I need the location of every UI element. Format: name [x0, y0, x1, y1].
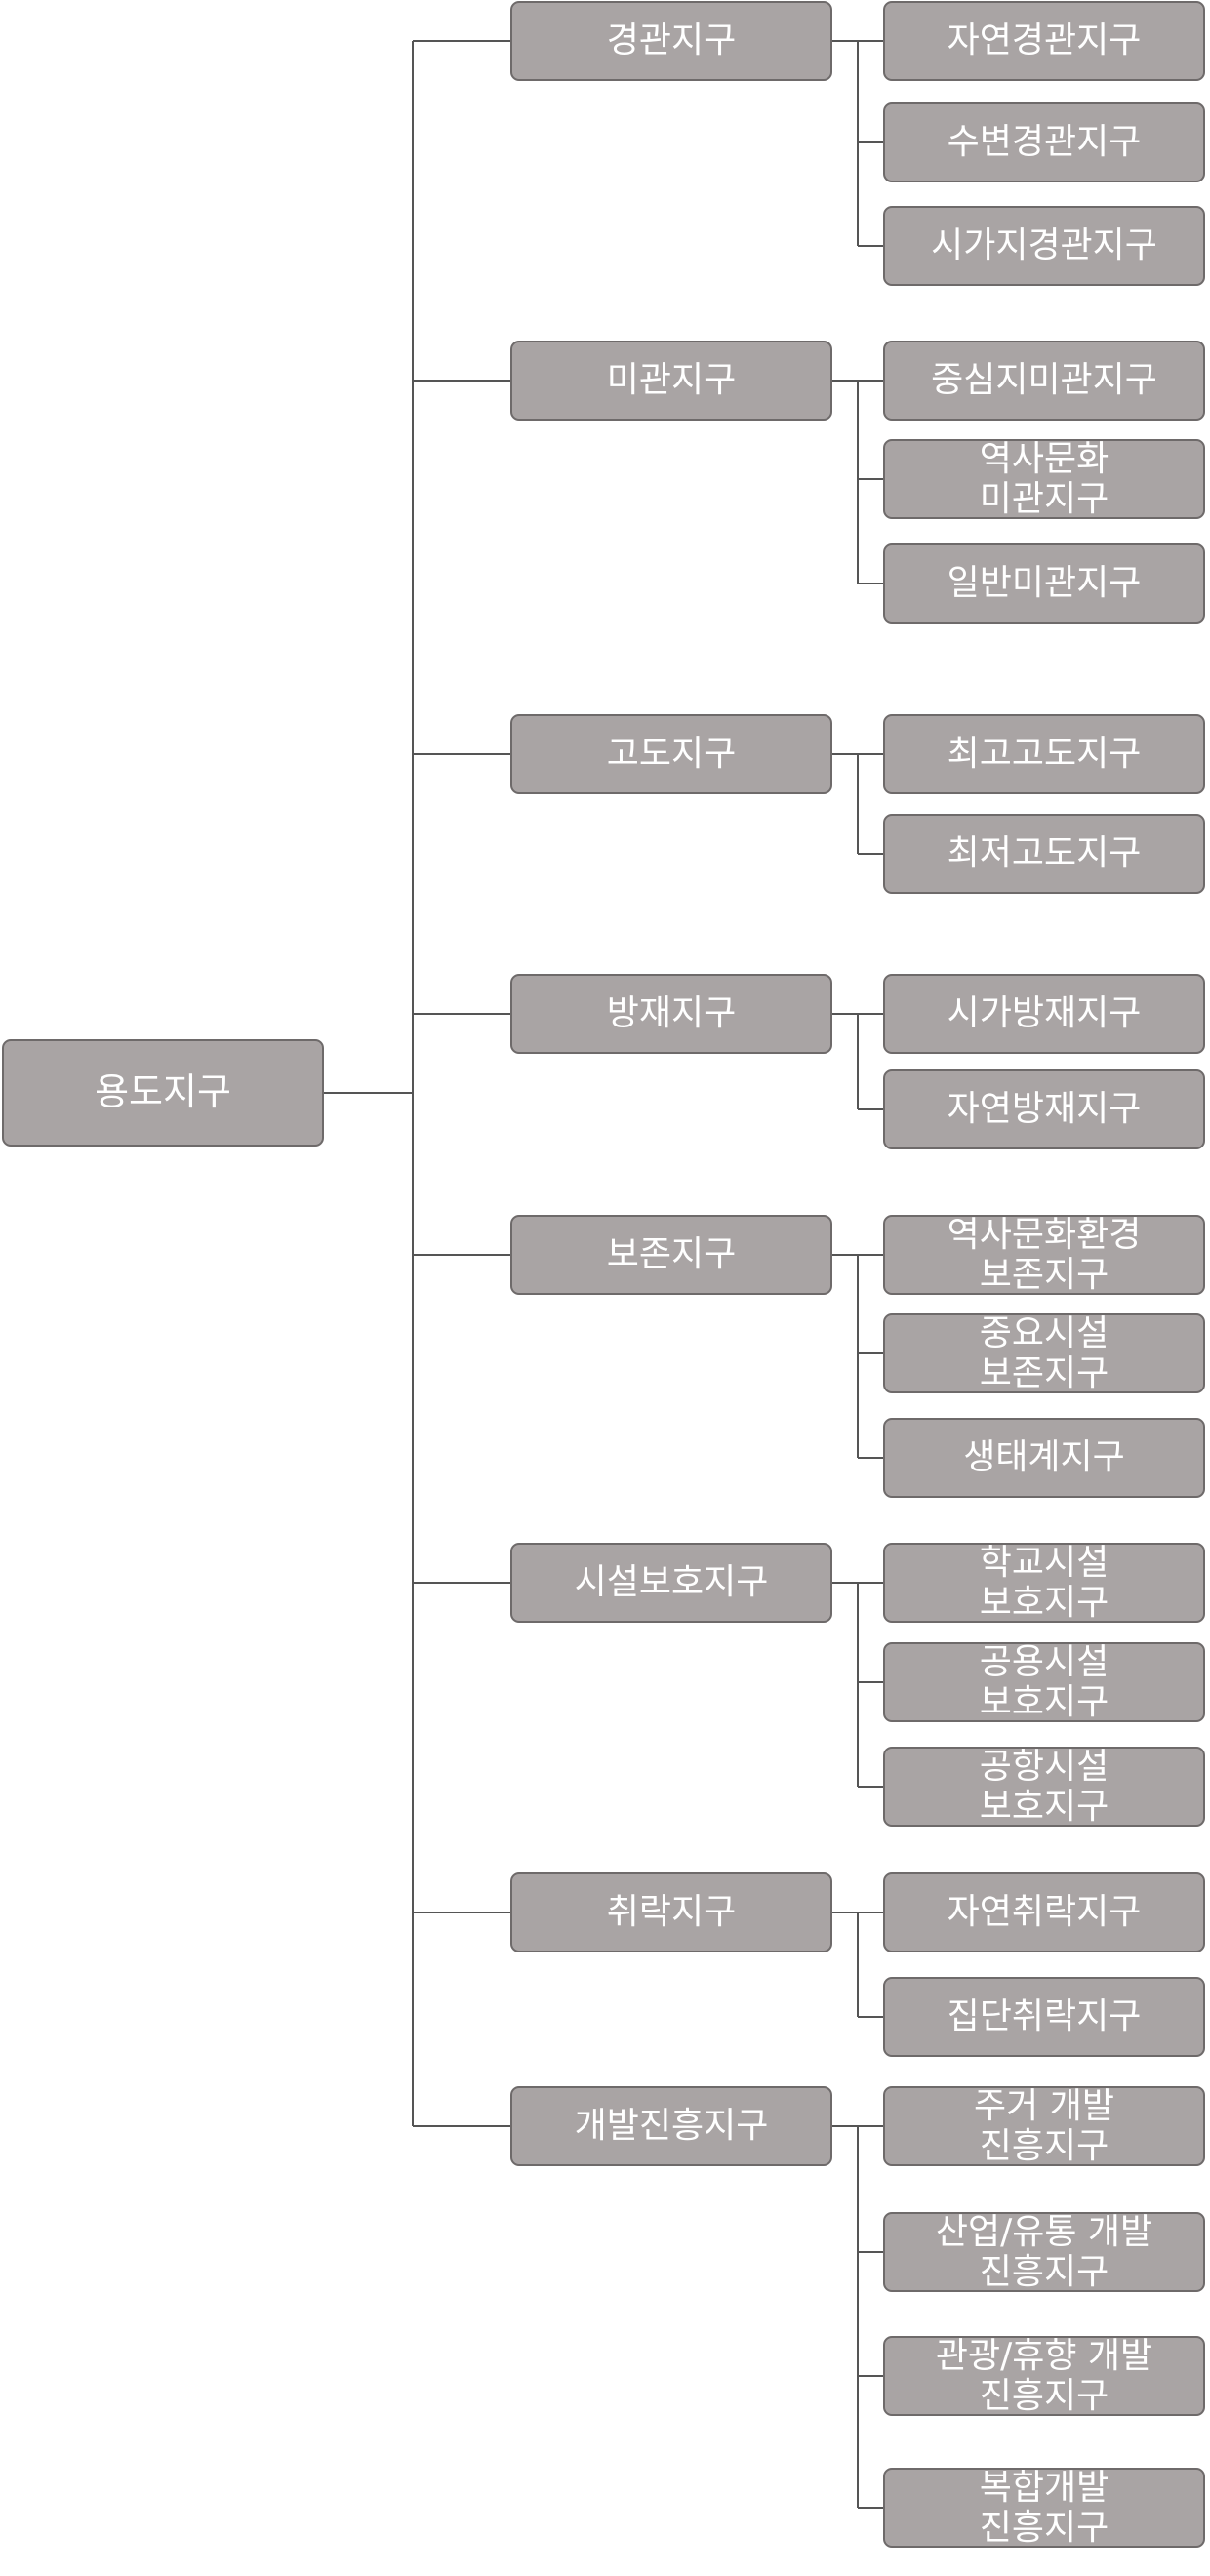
leaf-node: 역사문화 미관지구 — [883, 439, 1205, 519]
category-node: 미관지구 — [510, 341, 832, 421]
leaf-node: 생태계지구 — [883, 1418, 1205, 1498]
leaf-node: 시가방재지구 — [883, 974, 1205, 1054]
leaf-node: 중요시설 보존지구 — [883, 1313, 1205, 1393]
leaf-node: 수변경관지구 — [883, 102, 1205, 182]
category-node: 개발진흥지구 — [510, 2086, 832, 2166]
leaf-node: 자연방재지구 — [883, 1069, 1205, 1149]
leaf-node: 복합개발 진흥지구 — [883, 2468, 1205, 2548]
category-node: 방재지구 — [510, 974, 832, 1054]
leaf-node: 자연취락지구 — [883, 1872, 1205, 1952]
leaf-node: 공용시설 보호지구 — [883, 1642, 1205, 1722]
category-node: 취락지구 — [510, 1872, 832, 1952]
leaf-node: 일반미관지구 — [883, 543, 1205, 624]
category-node: 시설보호지구 — [510, 1543, 832, 1623]
category-node: 보존지구 — [510, 1215, 832, 1295]
leaf-node: 자연경관지구 — [883, 1, 1205, 81]
leaf-node: 공항시설 보호지구 — [883, 1747, 1205, 1827]
leaf-node: 주거 개발 진흥지구 — [883, 2086, 1205, 2166]
leaf-node: 중심지미관지구 — [883, 341, 1205, 421]
leaf-node: 집단취락지구 — [883, 1977, 1205, 2057]
category-node: 경관지구 — [510, 1, 832, 81]
leaf-node: 산업/유통 개발 진흥지구 — [883, 2212, 1205, 2292]
leaf-node: 학교시설 보호지구 — [883, 1543, 1205, 1623]
root-node: 용도지구 — [2, 1039, 324, 1147]
leaf-node: 최고고도지구 — [883, 714, 1205, 794]
leaf-node: 역사문화환경 보존지구 — [883, 1215, 1205, 1295]
leaf-node: 시가지경관지구 — [883, 206, 1205, 286]
leaf-node: 최저고도지구 — [883, 814, 1205, 894]
leaf-node: 관광/휴향 개발 진흥지구 — [883, 2336, 1205, 2416]
category-node: 고도지구 — [510, 714, 832, 794]
